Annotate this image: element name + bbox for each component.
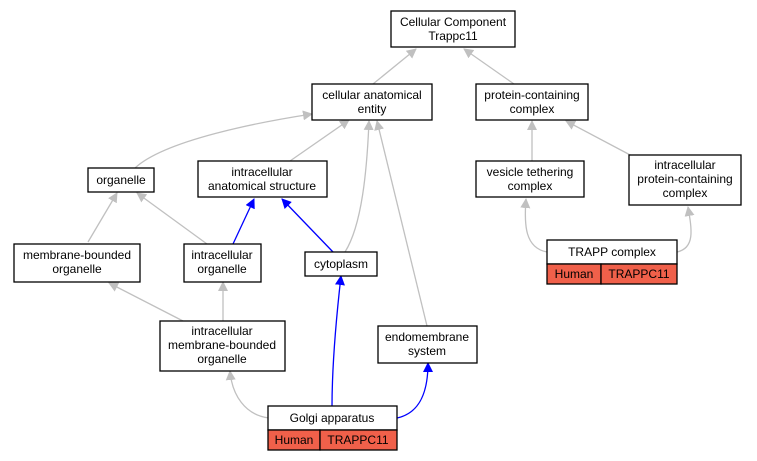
svg-text:organelle: organelle <box>96 173 146 187</box>
edge-golgi-to-endo[interactable] <box>396 362 433 419</box>
edge-cae-to-root <box>372 48 417 85</box>
edge-golgi-to-imbo <box>225 370 270 419</box>
edge-io-to-organelle <box>136 192 208 245</box>
edge-cytoplasm-to-ias[interactable] <box>281 198 334 253</box>
golgi-gene-label: TRAPPC11 <box>327 433 388 447</box>
node-cytoplasm[interactable]: cytoplasm <box>304 251 378 277</box>
edge-endo-to-cae <box>374 120 428 327</box>
golgi-gene-tag <box>319 429 398 451</box>
edge-trapp-to-ipcc <box>676 206 695 253</box>
trapp-species-label: Human <box>555 267 594 281</box>
edge-io-to-ias[interactable] <box>232 198 255 245</box>
edge-trapp-to-vtc <box>520 198 548 253</box>
svg-text:Golgi apparatus: Golgi apparatus <box>290 411 375 425</box>
edge-mbo-to-organelle <box>87 192 118 243</box>
edge-organelle-to-cae <box>134 110 313 169</box>
edges <box>87 48 695 419</box>
svg-text:cytoplasm: cytoplasm <box>314 257 368 271</box>
edge-ipcc-to-pcc <box>565 120 635 158</box>
node-trapp-complex[interactable]: TRAPP complex Human TRAPPC11 <box>546 239 678 285</box>
svg-text:TRAPP complex: TRAPP complex <box>568 245 656 259</box>
edge-ias-to-cae <box>289 119 350 162</box>
trapp-gene-tag <box>600 263 678 285</box>
trapp-gene-label: TRAPPC11 <box>608 267 669 281</box>
node-golgi-apparatus[interactable]: Golgi apparatus Human TRAPPC11 <box>267 405 398 451</box>
edge-imbo-to-mbo <box>108 282 184 322</box>
node-organelle[interactable]: organelle <box>87 167 155 193</box>
golgi-species-label: Human <box>275 433 314 447</box>
edge-pcc-to-root <box>463 48 515 85</box>
edge-cytoplasm-to-cae <box>344 120 374 253</box>
edge-golgi-to-cytoplasm[interactable] <box>331 275 345 408</box>
